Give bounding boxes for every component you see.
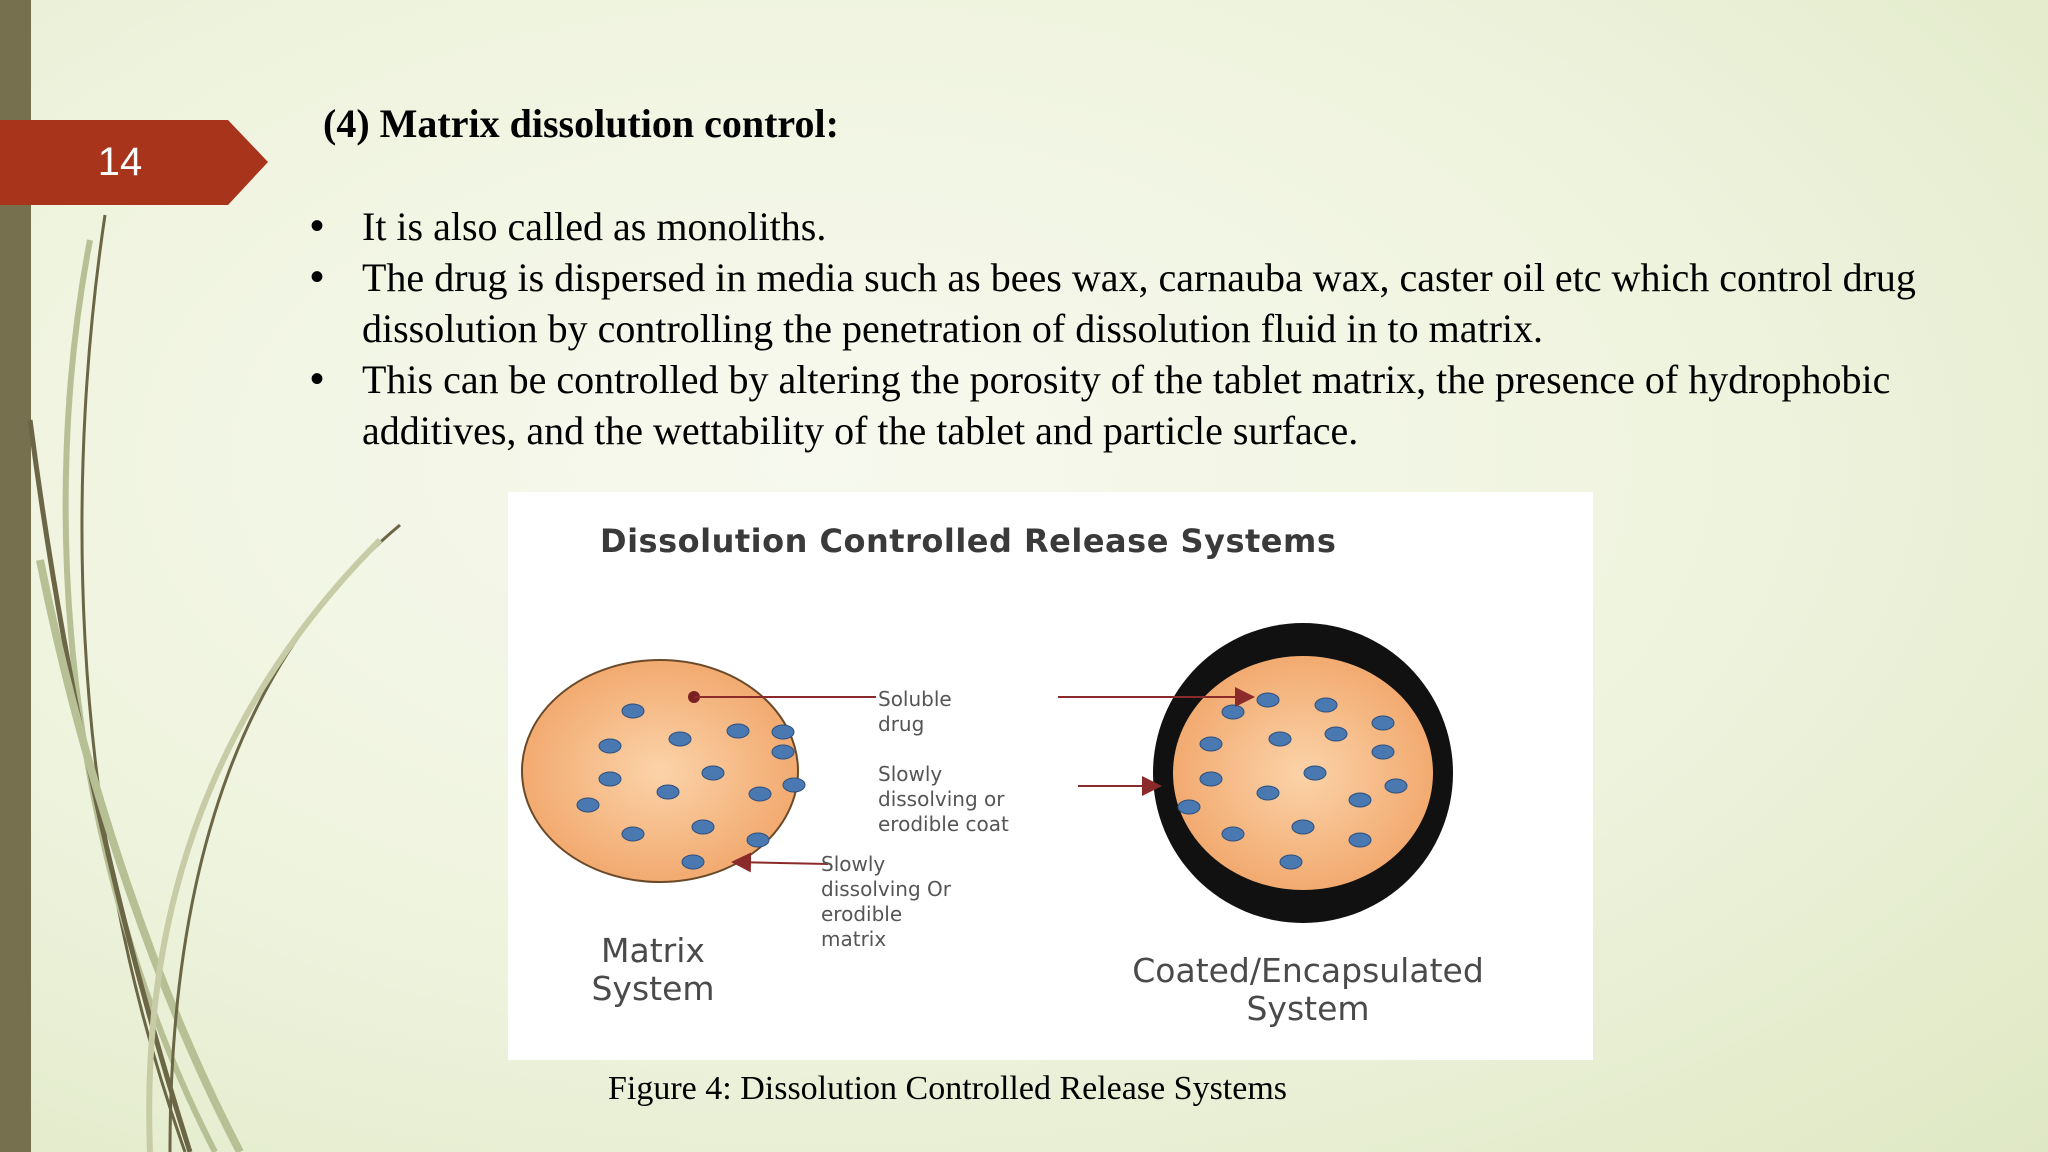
bullet-icon: • [310,255,325,299]
coated-particles [1177,692,1408,870]
label-slowly-dissolving-matrix: Slowly dissolving Or erodible matrix [821,852,951,951]
bullet-text: This can be controlled by altering the p… [362,357,1891,453]
slide-heading: (4) Matrix dissolution control: [323,101,839,146]
figure-caption: Figure 4: Dissolution Controlled Release… [608,1070,1288,1107]
label-coated-system: Coated/Encapsulated System [1132,951,1484,1028]
bullet-list: • It is also called as monoliths. • The dr… [300,201,2000,456]
bullet-item: • It is also called as monoliths. [300,201,2000,252]
label-slowly-dissolving-coat: Slowly dissolving or erodible coat [878,762,1009,836]
decorative-swooshes [27,214,401,1152]
matrix-particles [576,703,806,870]
bullet-icon: • [310,204,325,248]
bullet-item: • The drug is dispersed in media such as … [300,252,2000,354]
slide-number-tag [0,120,268,205]
bullet-text: The drug is dispersed in media such as b… [362,255,1916,351]
label-matrix-system: Matrix System [591,931,715,1008]
bullet-icon: • [310,357,325,401]
arrow-slow-matrix [731,852,829,873]
bullet-item: • This can be controlled by altering the … [300,354,2000,456]
figure-title: Dissolution Controlled Release Systems [600,522,1337,560]
figure-diagram [521,623,1453,923]
matrix-system-circle [521,659,799,883]
bullet-text: It is also called as monoliths. [362,204,827,249]
figure-dissolution-systems: Dissolution Controlled Release Systems [508,492,1593,1060]
label-soluble-drug: Soluble drug [878,687,952,736]
slide-number: 14 [97,140,143,184]
